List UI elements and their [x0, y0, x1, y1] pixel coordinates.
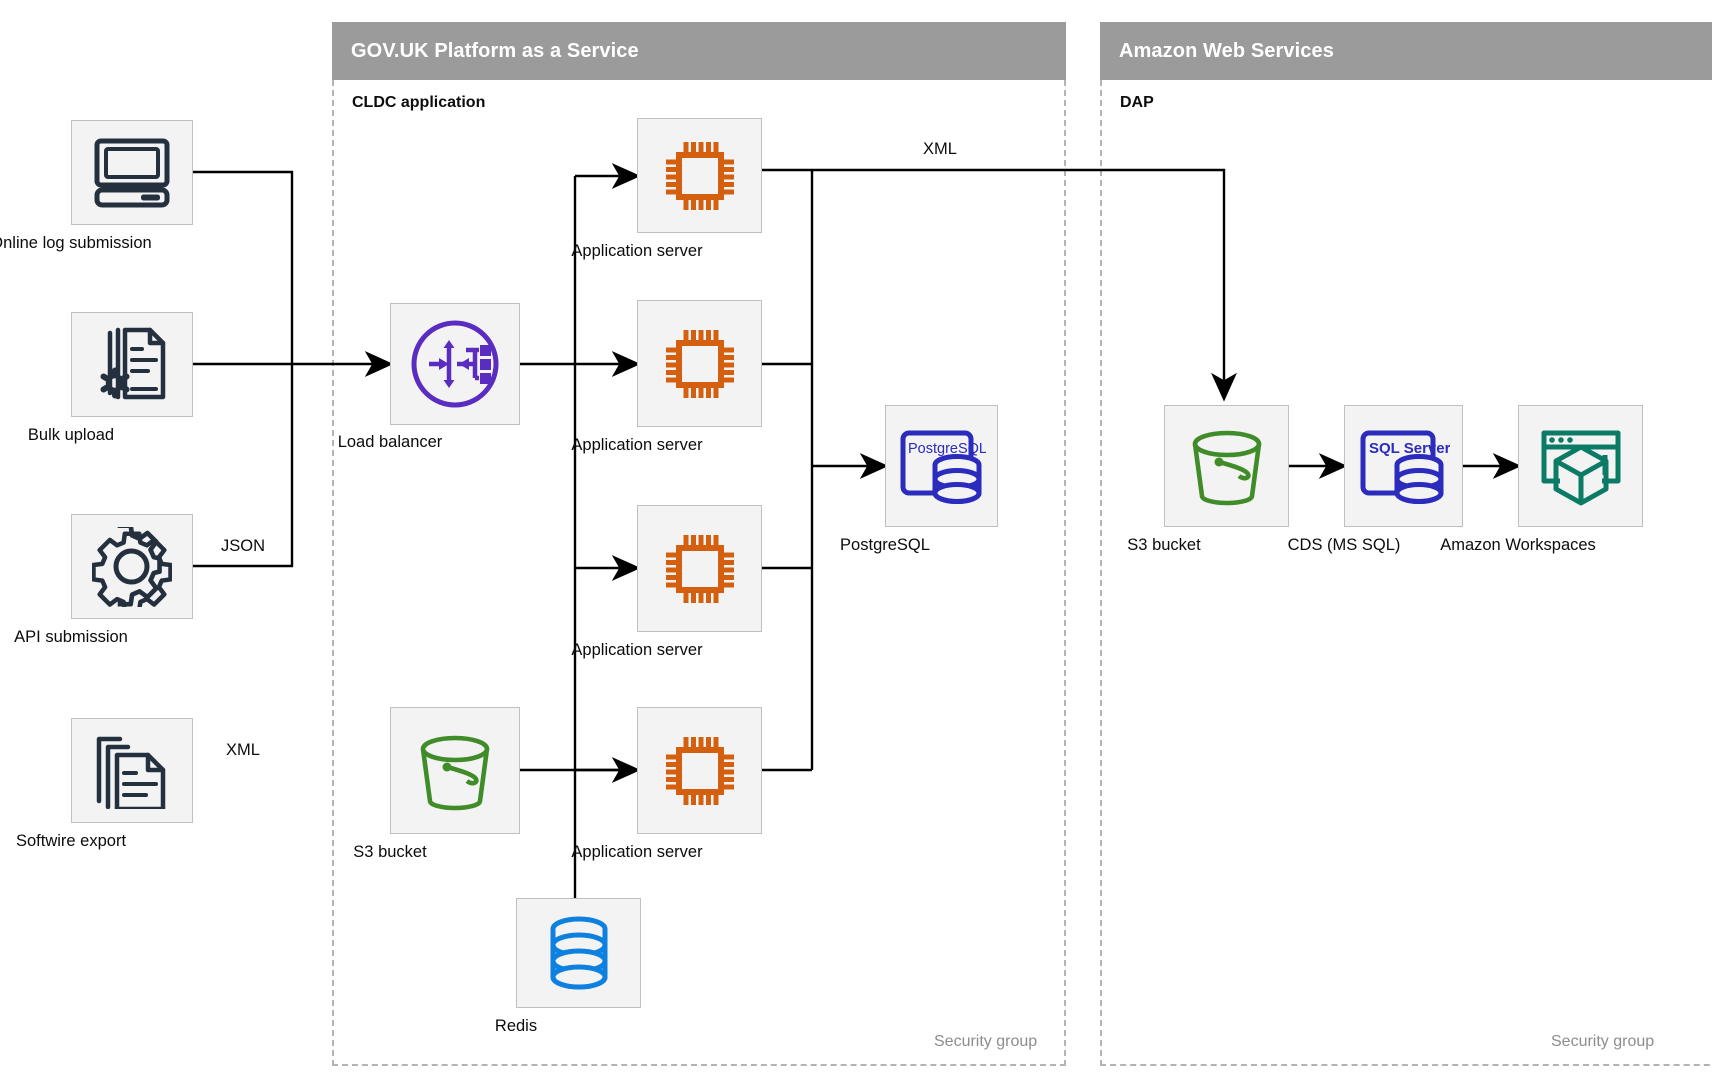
security-group-box-paas: [332, 80, 1066, 1066]
node-label-online-log-submission: Online log submission: [0, 234, 152, 252]
node-label-s3-bucket-aws: S3 bucket: [1127, 536, 1201, 554]
node-label-softwire-export: Softwire export: [15, 832, 127, 850]
gear-icon: [92, 526, 172, 607]
node-label-app-server-1: Application server: [571, 242, 703, 260]
sql-server-database-icon: SQL Server: [1360, 430, 1450, 504]
node-label-load-balancer: Load balancer: [337, 433, 443, 451]
node-label-cds-ms-sql: CDS (MS SQL): [1287, 536, 1401, 554]
group-title-paas: GOV.UK Platform as a Service: [351, 39, 639, 62]
postgresql-database-icon: PostgreSQL: [900, 430, 986, 504]
node-label-bulk-upload: Bulk upload: [27, 426, 115, 444]
security-group-box-aws: [1100, 80, 1712, 1066]
node-label-app-server-2: Application server: [571, 436, 703, 454]
cpu-chip-icon: [665, 141, 734, 210]
security-group-label-paas: Security group: [934, 1033, 1038, 1050]
cpu-chip-icon: [665, 534, 734, 603]
load-balancer-icon: [411, 320, 499, 408]
node-label-amazon-workspaces: Amazon Workspaces: [1440, 536, 1596, 554]
node-label-redis: Redis: [494, 1017, 538, 1035]
redis-database-icon: [550, 916, 607, 990]
group-subtitle-aws: DAP: [1120, 94, 1154, 111]
node-label-app-server-4: Application server: [571, 843, 703, 861]
node-label-postgresql: PostgreSQL: [840, 536, 930, 554]
desktop-computer-icon: [94, 138, 170, 207]
edge-label-softwire-xml: XML: [226, 741, 260, 759]
node-label-s3-bucket-paas: S3 bucket: [353, 843, 427, 861]
cpu-chip-icon: [665, 736, 734, 805]
document-gear-icon: [100, 327, 166, 399]
node-label-app-server-3: Application server: [571, 641, 703, 659]
sql-server-icon-text: SQL Server: [1369, 440, 1450, 457]
amazon-workspaces-icon: [1541, 430, 1620, 506]
node-label-api-submission: API submission: [14, 628, 128, 646]
edge-label-appserver-xml: XML: [923, 140, 957, 158]
group-subtitle-paas: CLDC application: [352, 94, 486, 111]
group-banner-paas: GOV.UK Platform as a Service: [332, 22, 1066, 80]
edge-label-json: JSON: [220, 537, 266, 555]
group-banner-aws: Amazon Web Services: [1100, 22, 1712, 80]
group-title-aws: Amazon Web Services: [1119, 39, 1334, 62]
document-stack-icon: [96, 736, 166, 809]
wire-api-submission-to-bus: [193, 364, 294, 568]
wire-online-log-to-bus: [193, 170, 294, 364]
security-group-label-aws: Security group: [1551, 1033, 1655, 1050]
s3-bucket-icon: [1192, 430, 1261, 506]
cpu-chip-icon: [665, 329, 734, 398]
postgresql-icon-text: PostgreSQL: [908, 441, 986, 457]
s3-bucket-icon: [420, 735, 490, 810]
